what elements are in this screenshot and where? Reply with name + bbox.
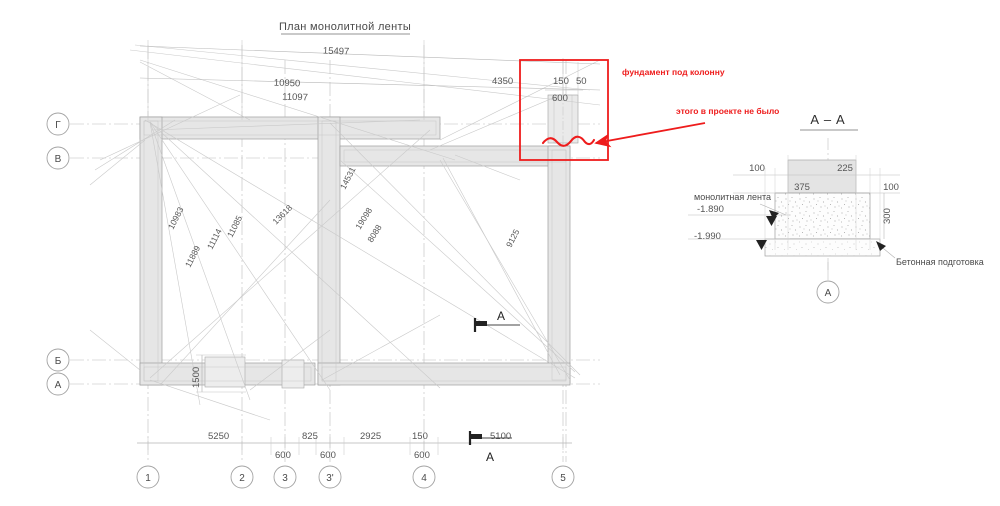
svg-text:50: 50 [576, 76, 587, 87]
section-mark-label-plan: A [497, 309, 505, 323]
top-dimension-chains: 15497 10950 11097 4350 150 50 600 [139, 40, 601, 120]
svg-text:10983: 10983 [166, 205, 186, 231]
svg-text:9125: 9125 [504, 227, 522, 249]
svg-text:5250: 5250 [208, 431, 229, 442]
section-blinding-layer [764, 238, 881, 257]
grid-bubbles-vertical: 1 2 3 3' 4 5 [136, 465, 575, 489]
red-callout-arrow [594, 122, 706, 148]
section-title: A – A [810, 112, 845, 127]
grid-bubble-4[interactable]: 4 [412, 465, 436, 489]
grid-bubble-a[interactable]: А [46, 372, 70, 396]
svg-text:А: А [825, 288, 832, 299]
svg-text:В: В [55, 154, 62, 165]
svg-text:600: 600 [320, 450, 336, 461]
level-top-label: -1.890 [697, 204, 724, 215]
svg-text:8088: 8088 [365, 222, 384, 244]
svg-text:План монолитной ленты: План монолитной ленты [279, 21, 411, 33]
section-mark-plan[interactable]: A [473, 309, 520, 332]
diagonal-dimension-lines [89, 44, 601, 421]
plan-title: План монолитной ленты [279, 21, 411, 35]
svg-text:3: 3 [282, 473, 288, 484]
svg-text:825: 825 [302, 431, 318, 442]
svg-text:Г: Г [55, 120, 61, 131]
section-mark-label-bottom: A [486, 450, 494, 464]
section-dim-left: 100 [749, 163, 765, 174]
svg-text:600: 600 [414, 450, 430, 461]
svg-text:15497: 15497 [323, 45, 350, 57]
note-column-label: фундамент под колонну [622, 67, 725, 77]
svg-text:3': 3' [326, 473, 334, 484]
section-grid-bubble[interactable]: А [816, 280, 840, 304]
svg-text:А: А [55, 380, 62, 391]
svg-text:1: 1 [145, 473, 151, 484]
section-dim-mid: 375 [794, 182, 810, 193]
diagonal-dimension-labels: 10983 11085 11114 11889 13618 14531 1909… [166, 165, 522, 269]
section-a-a: A – A 100 225 375 100 300 [688, 112, 984, 304]
svg-text:19098: 19098 [353, 205, 374, 231]
section-mark-bottom[interactable]: A [468, 431, 512, 464]
section-dim-top: 225 [837, 163, 853, 174]
svg-text:13618: 13618 [270, 202, 294, 226]
grid-bubble-3prime[interactable]: 3' [318, 465, 342, 489]
grid-bubble-g[interactable]: Г [46, 112, 70, 136]
svg-text:600: 600 [552, 93, 568, 104]
bottom-dimension-chain: 5250 825 2925 150 5100 600 600 600 [137, 431, 572, 461]
svg-text:10950: 10950 [274, 78, 301, 90]
svg-text:4350: 4350 [492, 76, 513, 87]
foundation-strip-plan [139, 116, 571, 389]
note-not-in-project-label: этого в проекте не было [676, 106, 779, 116]
svg-text:11889: 11889 [183, 244, 202, 269]
svg-text:150: 150 [412, 431, 428, 442]
red-highlight-box [519, 59, 609, 161]
svg-text:2925: 2925 [360, 431, 381, 442]
svg-text:600: 600 [275, 450, 291, 461]
section-dim-height: 300 [882, 208, 893, 224]
blinding-label: Бетонная подготовка [896, 257, 984, 267]
vertical-dimension-1500: 1500 [191, 354, 246, 393]
svg-text:5: 5 [560, 473, 566, 484]
svg-text:4: 4 [421, 473, 427, 484]
svg-text:11097: 11097 [282, 92, 308, 104]
grid-bubble-b[interactable]: Б [46, 348, 70, 372]
grid-bubbles-horizontal: Г В Б А [46, 112, 70, 396]
grid-bubble-v[interactable]: В [46, 146, 70, 170]
grid-bubble-2[interactable]: 2 [230, 465, 254, 489]
svg-text:14531: 14531 [338, 165, 358, 191]
svg-text:1500: 1500 [191, 367, 202, 388]
svg-text:11085: 11085 [225, 214, 244, 239]
grid-bubble-3[interactable]: 3 [273, 465, 297, 489]
svg-text:11114: 11114 [205, 227, 224, 251]
red-squiggle [541, 135, 596, 147]
svg-text:Б: Б [55, 356, 62, 367]
svg-text:5100: 5100 [490, 431, 511, 442]
grid-bubble-1[interactable]: 1 [136, 465, 160, 489]
svg-text:150: 150 [553, 76, 569, 87]
red-review-annotation: фундамент под колонну этого в проекте не… [519, 59, 779, 161]
section-dim-right: 100 [883, 182, 899, 193]
svg-text:2: 2 [239, 473, 245, 484]
column-foundation-plan [547, 92, 579, 146]
level-bottom-label: -1.990 [694, 231, 721, 242]
strip-label: монолитная лента [694, 192, 771, 202]
grid-bubble-5[interactable]: 5 [551, 465, 575, 489]
